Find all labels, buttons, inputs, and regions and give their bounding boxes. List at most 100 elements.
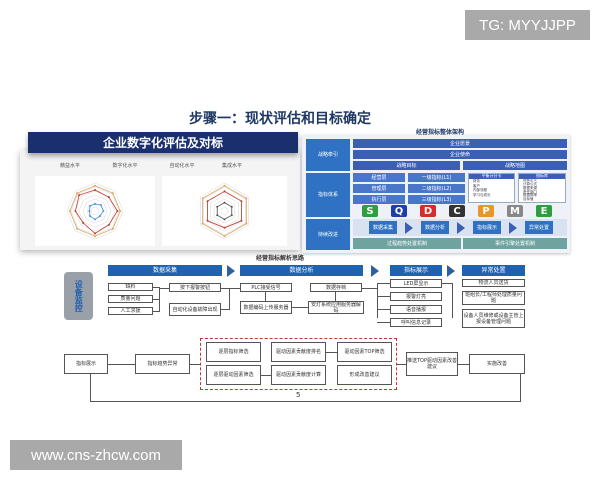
radar-point (99, 204, 102, 207)
level-tier: 经营层 (353, 173, 405, 182)
display-item: 呼叫信息记录 (390, 318, 442, 327)
trigger-button: 按下报警按钮 (169, 283, 221, 292)
radar-point (94, 189, 96, 191)
label-automation: 自动化水平 (169, 163, 195, 169)
radar-point (206, 200, 209, 203)
upload-server: 数据编码上传服务器 (240, 301, 292, 314)
inner-step: 逐层指标筛选 (206, 342, 261, 362)
radar-series-1 (216, 202, 233, 220)
radar-point (102, 210, 105, 212)
letter-badge-m: M (507, 205, 523, 217)
radar-point (201, 197, 204, 200)
equipment-monitor: 设备监控 (64, 272, 93, 320)
strategy-map: 战略地图 (463, 161, 567, 170)
inner-step: 逐层驱动因素筛选 (206, 365, 261, 385)
flow-step: 异常处置 (525, 221, 553, 234)
radar-grid (210, 194, 239, 228)
radar-point (74, 210, 77, 212)
letter-badge-e: E (536, 205, 552, 217)
radar-point (223, 190, 226, 193)
card-item: 财务 (473, 179, 480, 183)
trend-anomaly: 指标趋势异常 (135, 354, 190, 374)
watermark-bottom: www.cns-zhcw.com (10, 440, 182, 470)
radar-point (230, 214, 233, 217)
push-suggestion: 推送TOP驱动因素改善建议 (406, 352, 458, 376)
radar-grid (206, 190, 243, 232)
handle-equipment: 设备人员维修或设备主管上报设备管理问题 (462, 309, 525, 328)
display-item: LED屏显示 (390, 279, 442, 288)
radar-grid (74, 190, 116, 232)
card-item: 学习与成长 (473, 192, 491, 197)
vision: 企业愿景 (353, 139, 567, 148)
flow-step: 数据采集 (369, 221, 397, 234)
card-title: 指标库 (519, 173, 565, 179)
input-help: 人工求援 (108, 307, 153, 315)
card-item: 内部流程 (473, 188, 487, 193)
card-item: 数据频率 (523, 193, 537, 198)
radar-point (206, 219, 209, 222)
radar-point (111, 227, 114, 230)
radar-grid (66, 182, 124, 240)
radar-point (116, 210, 119, 212)
card-title: 平衡计分卡 (469, 173, 514, 179)
inner-step: 驱动因素TOP筛选 (337, 342, 392, 362)
event-mechanism: 事件引擎处置机制 (463, 238, 567, 249)
radar-point (94, 232, 96, 235)
handle-quality: 班组长/工程师处理质量问题 (462, 291, 525, 305)
side-improve: 持续改进 (306, 219, 350, 250)
level-indicator: 二级指标(L2) (408, 184, 465, 193)
level-indicator: 三级指标(L3) (408, 195, 465, 204)
radar-point (240, 219, 243, 222)
radar-point (111, 192, 114, 195)
radar-point (223, 235, 226, 238)
trigger-auto: 自动化设备故障出现 (169, 303, 221, 316)
letter-badge-d: D (420, 205, 436, 217)
input-quality: 质量问题 (108, 295, 153, 303)
radar-point (88, 210, 91, 212)
label-digital: 数字化水平 (112, 163, 138, 169)
radar-point (216, 214, 219, 217)
inner-step: 驱动因素贡献度排名 (271, 342, 326, 362)
handle-logistics: 物流人员送货 (462, 279, 525, 287)
chevron-icon (227, 265, 235, 277)
label-lean: 精益水平 (59, 163, 80, 169)
chevron-icon (509, 222, 517, 234)
page-title: 步骤一：现状评估和目标确定 (189, 111, 371, 127)
header-display: 指标展示 (390, 265, 442, 276)
analysis-title: 经营指标解析思路 (255, 255, 304, 262)
radar-grid (90, 206, 100, 216)
chevron-icon (371, 265, 379, 277)
flow-step: 指标展示 (473, 221, 501, 234)
side-indicators: 指标体系 (306, 173, 350, 217)
improve-start: 指标展示 (64, 354, 108, 374)
card-item: 责任部门 (523, 189, 537, 194)
radar-point (240, 200, 243, 203)
side-strategy: 战略牵引 (306, 139, 350, 171)
radar-point (230, 205, 233, 208)
radar-point (94, 235, 96, 238)
card-item: 指标定义 (523, 178, 537, 182)
header-analyze: 数据分析 (240, 265, 363, 276)
display-item: 报警灯亮 (390, 292, 442, 301)
radar-point (223, 184, 226, 187)
letter-badge-q: Q (391, 205, 407, 217)
display-item: 语音播报 (390, 305, 442, 314)
indicator-library-card: 指标库 指标定义计算公式数据来源责任部门数据频率目标值 (518, 173, 566, 203)
radar-grid (200, 182, 249, 240)
balanced-scorecard-card: 平衡计分卡 财务客户内部流程学习与成长 (468, 173, 515, 203)
data-archive: 数据存档 (310, 283, 362, 292)
input-material: 缺料 (108, 283, 153, 291)
radar-grid (203, 186, 246, 236)
level-indicator: 一级指标(L1) (408, 173, 465, 182)
radar-point (201, 222, 204, 225)
card-item: 目标值 (523, 197, 534, 202)
watermark-top: TG: MYYJJPP (465, 10, 590, 40)
header-handle: 异常处置 (462, 265, 525, 276)
andon-decode: 安灯系统应用服务器解码 (308, 301, 364, 314)
architecture-title: 经营指标整体架构 (415, 129, 464, 136)
loop-label: 5 (296, 391, 301, 399)
radar-point (76, 227, 79, 230)
radar-point (98, 214, 101, 217)
plc-signal: PLC接受信号 (240, 283, 292, 292)
radar-point (245, 197, 248, 200)
